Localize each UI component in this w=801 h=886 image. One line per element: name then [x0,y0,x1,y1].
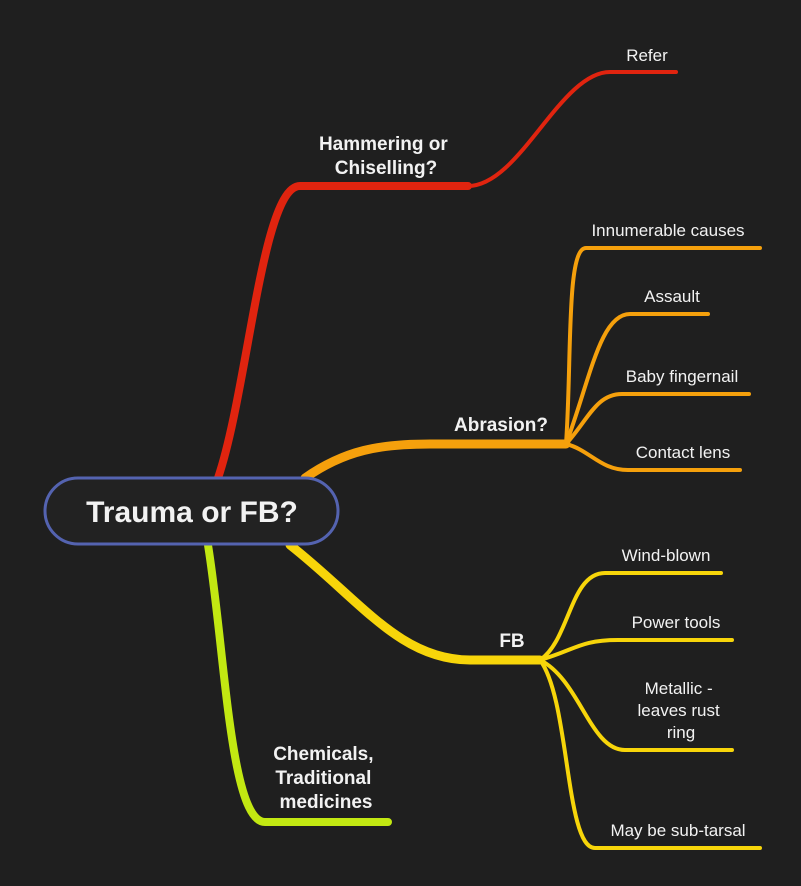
connector-root-abrasion [300,439,571,483]
connector-fb-metallic [538,658,734,752]
branch-label-hammering: Hammering or Chiselling? [319,134,453,179]
branch-label-chemicals: Chemicals, Traditional medicines [273,744,379,813]
leaf-assault: Assault [644,287,700,306]
branch-label-fb: FB [499,631,524,652]
leaf-wind-blown: Wind-blown [622,546,711,565]
branch-fb: FB Wind-blown Power tools Metallic - lea… [285,540,762,850]
leaf-metallic-line-1: Metallic - [645,679,713,698]
connector-fb-sub-tarsal [538,658,762,850]
connector-root-hammering [214,182,472,482]
root-node-label: Trauma or FB? [86,496,298,529]
branch-abrasion: Abrasion? Innumerable causes Assault Bab… [300,221,762,483]
connector-hammering-refer [466,70,678,188]
root-node[interactable]: Trauma or FB? [43,476,340,546]
connector-root-chemicals [204,541,392,826]
leaf-baby-fingernail: Baby fingernail [626,367,738,386]
connector-abrasion-contact-lens [564,442,742,472]
branch-label-abrasion: Abrasion? [454,415,548,436]
connector-fb-wind-blown [538,571,723,662]
leaf-innumerable-causes: Innumerable causes [591,221,744,240]
connector-abrasion-assault [564,312,710,446]
leaf-power-tools: Power tools [632,613,721,632]
leaf-refer: Refer [626,46,668,65]
leaf-sub-tarsal: May be sub-tarsal [610,821,745,840]
root-node-box[interactable] [43,476,340,546]
leaf-metallic-line-2: leaves rust [638,701,720,720]
leaf-metallic-line-3: ring [667,723,695,742]
connector-abrasion-baby-fingernail [564,392,751,446]
leaf-metallic: Metallic - leaves rust ring [638,679,725,742]
connector-root-fb [285,540,545,665]
connector-abrasion-innumerable [564,246,762,446]
branch-hammering: Hammering or Chiselling? Refer [214,46,678,482]
connector-fb-power-tools [538,638,734,662]
branch-chemicals: Chemicals, Traditional medicines [204,541,392,826]
leaf-contact-lens: Contact lens [636,443,731,462]
